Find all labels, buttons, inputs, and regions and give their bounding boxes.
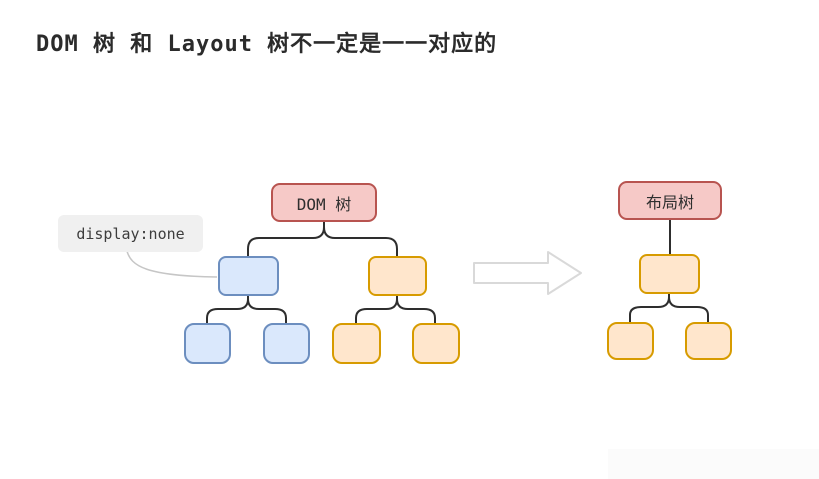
dom-tree-visible-leaf-node — [332, 323, 381, 364]
layout-parent-right-branch — [668, 292, 709, 324]
page-title: DOM 树 和 Layout 树不一定是一一对应的 — [36, 32, 498, 57]
layout-tree-branch-node — [639, 254, 700, 294]
dom-root-right-branch — [323, 221, 398, 258]
corner-watermark-area — [608, 449, 819, 479]
dom-tree-hidden-leaf-node — [184, 323, 231, 364]
layout-tree-leaf-node — [607, 322, 654, 360]
layout-tree-leaf-node — [685, 322, 732, 360]
dom-root-left-branch — [247, 221, 325, 258]
orange-parent-left-branch — [355, 294, 398, 325]
display-none-annotation: display:none — [58, 215, 203, 252]
dom-tree-visible-branch-node — [368, 256, 427, 296]
blue-parent-left-branch — [206, 294, 249, 325]
blue-parent-right-branch — [247, 294, 287, 325]
right-arrow-icon — [473, 251, 582, 295]
orange-parent-right-branch — [396, 294, 436, 325]
annotation-connector-line — [126, 250, 218, 278]
layout-tree-root-node: 布局树 — [618, 181, 722, 220]
dom-tree-hidden-branch-node — [218, 256, 279, 296]
layout-parent-left-branch — [629, 292, 670, 324]
dom-tree-visible-leaf-node — [412, 323, 460, 364]
dom-tree-hidden-leaf-node — [263, 323, 310, 364]
dom-tree-root-node: DOM 树 — [271, 183, 377, 222]
